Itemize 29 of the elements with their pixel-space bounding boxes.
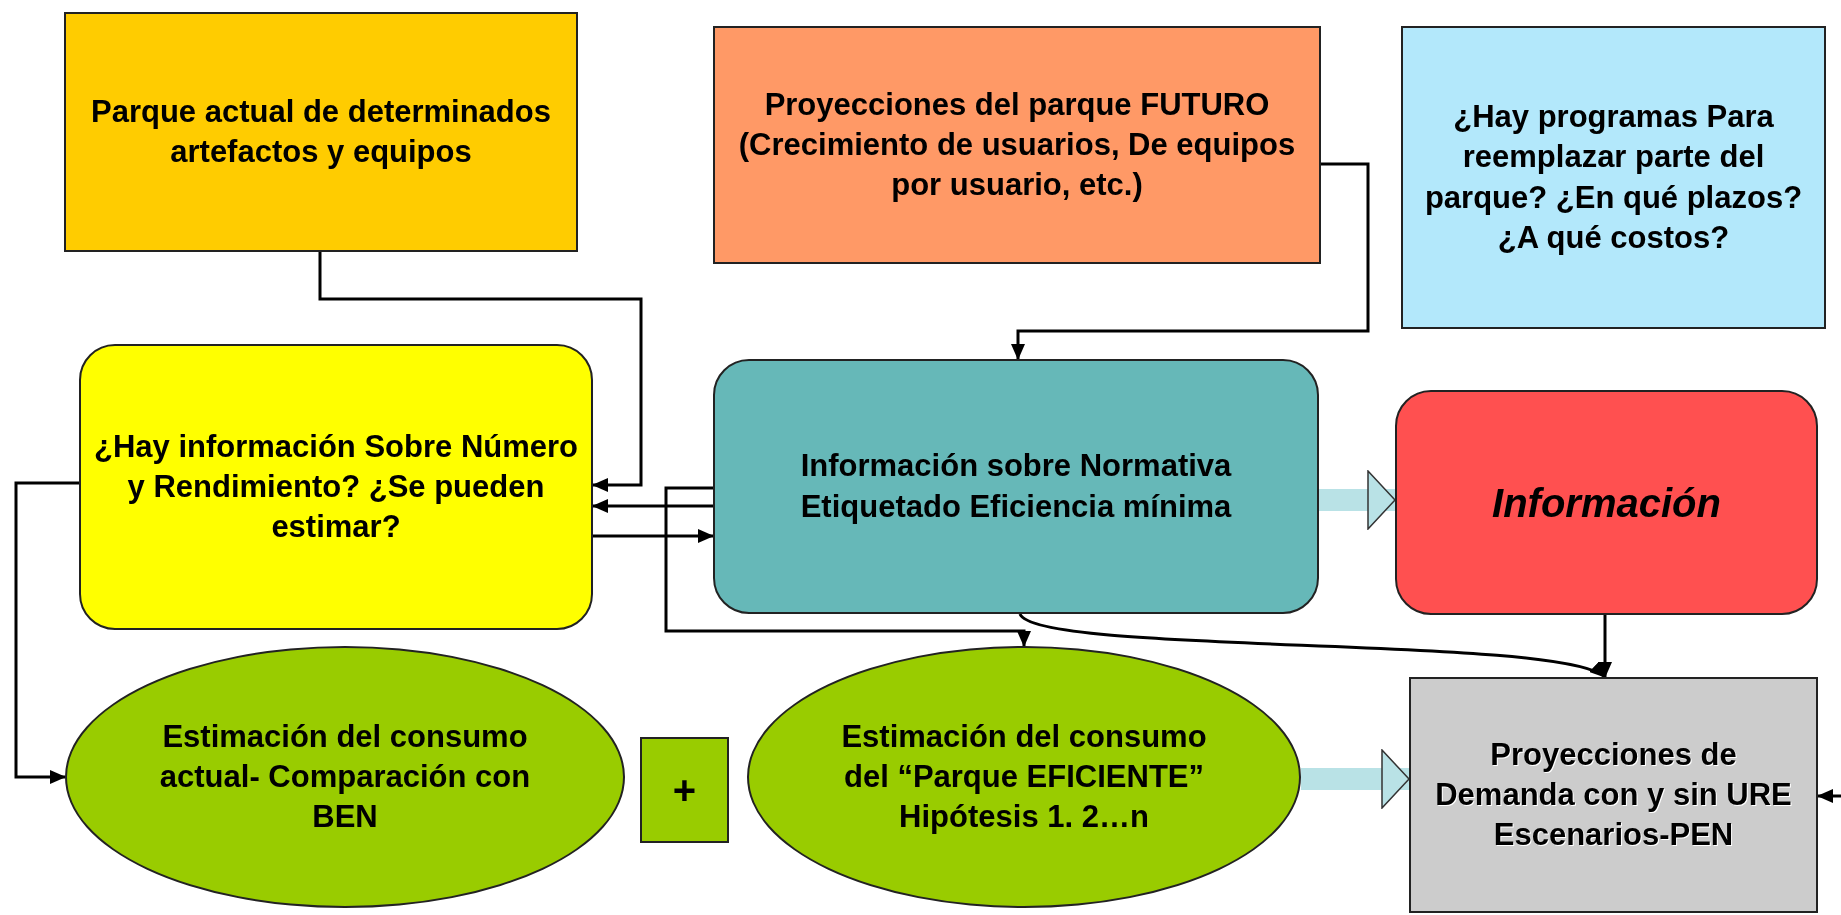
arrow xyxy=(1019,612,1606,679)
block-arrow xyxy=(1301,749,1410,809)
question-box xyxy=(1401,26,1826,329)
plus-box xyxy=(640,737,729,843)
arrow xyxy=(592,499,713,513)
output-box xyxy=(1409,677,1818,913)
process-box xyxy=(1395,390,1818,615)
arrow xyxy=(1817,789,1841,803)
node-text: ¿Hay programas Para reemplazar parte del parque? ¿En qué plazos? ¿A qué costos? xyxy=(1423,97,1804,257)
arrow xyxy=(593,529,714,543)
node-text: Parque actual de determinados artefactos y equipos xyxy=(90,92,552,171)
node-text: Información sobre Normativa Etiquetado Eficiencia mínima xyxy=(799,447,1233,526)
node-text: Proyecciones de Demanda con y sin URE Escenarios-PEN xyxy=(1434,735,1793,855)
node-text: Estimación del consumo del “Parque EFICIENTE” Hipótesis 1. 2…n xyxy=(840,717,1208,837)
arrow xyxy=(664,486,1031,647)
arrow xyxy=(14,481,79,784)
node-text: Estimación del consumo actual- Comparación con BEN xyxy=(158,717,532,837)
process-box xyxy=(713,359,1319,614)
process-box xyxy=(713,26,1321,264)
arrow xyxy=(1011,162,1370,360)
block-arrow xyxy=(1319,470,1396,530)
arrow xyxy=(1598,615,1612,678)
arrow xyxy=(318,252,643,492)
question-box xyxy=(79,344,593,630)
node-text: Proyecciones del parque FUTURO (Crecimiento de usuarios, De equipos por usuario, etc.) xyxy=(737,85,1297,205)
node-text: Información xyxy=(1491,479,1722,527)
node-text: + xyxy=(671,767,698,814)
process-box xyxy=(64,12,578,252)
node-text: ¿Hay información Sobre Número y Rendimiento? ¿Se pueden estimar? xyxy=(93,427,579,547)
